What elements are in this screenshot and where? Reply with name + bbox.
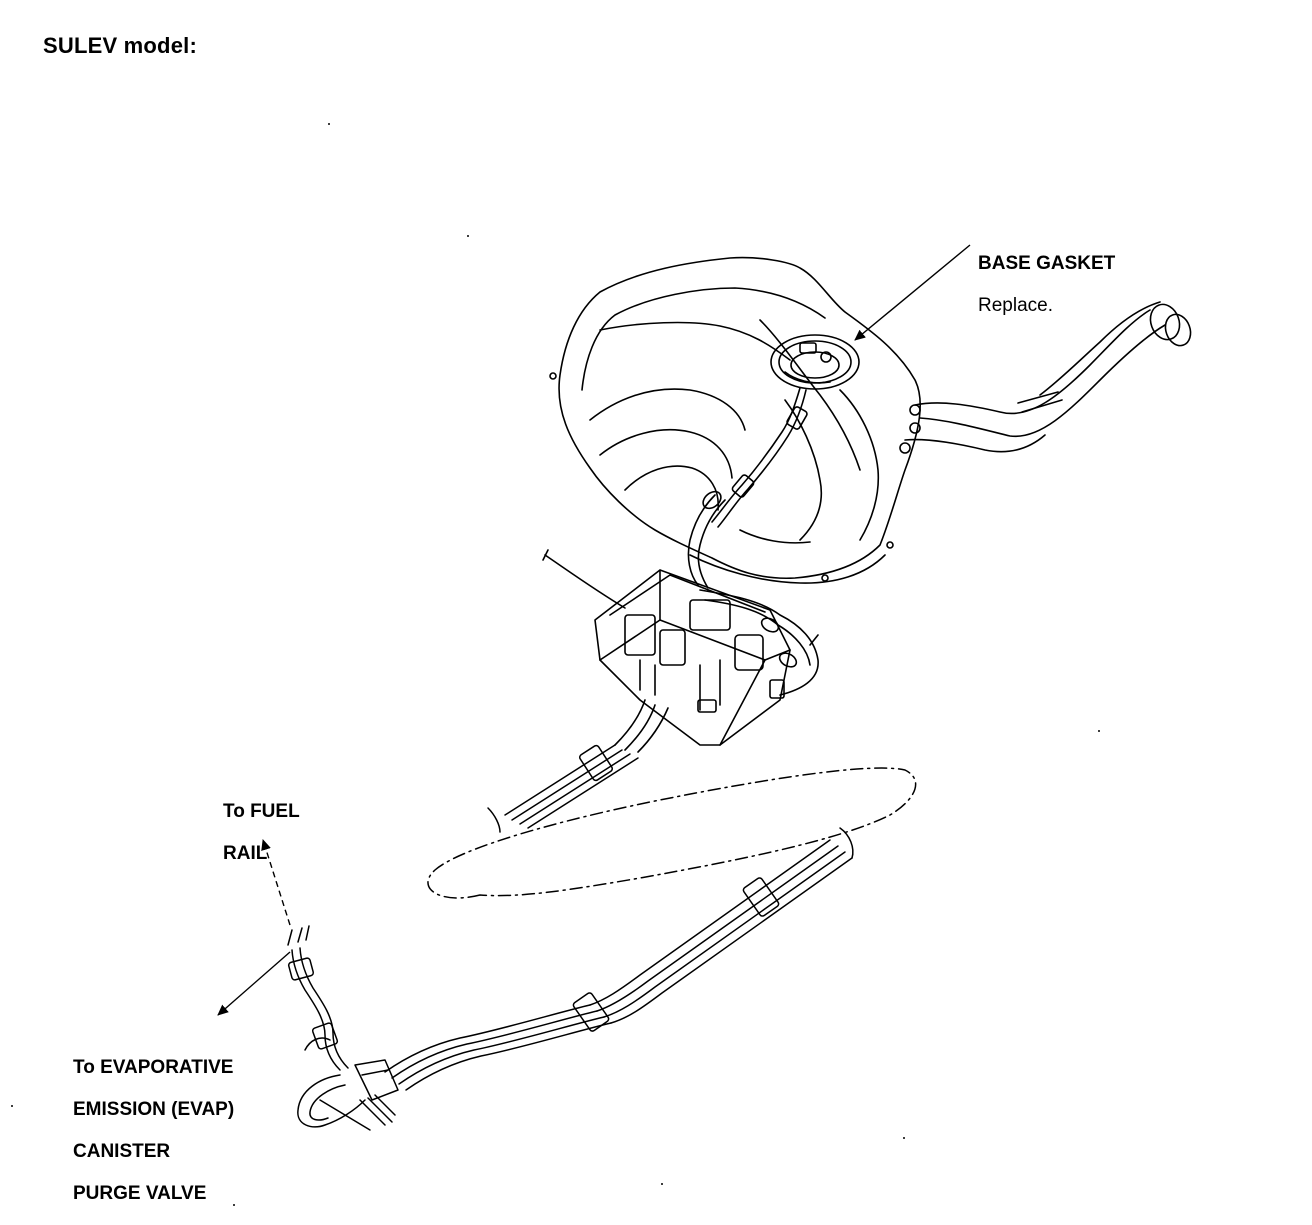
fuel-tank-icon (550, 258, 1195, 588)
evap-line2: EMISSION (EVAP) (73, 1099, 235, 1120)
diagram-title: SULEV model: (43, 33, 197, 58)
fuel-rail-arrow (261, 839, 290, 925)
base-gasket-callout: BASE GASKET Replace. (978, 232, 1115, 337)
fuel-rail-line1: To FUEL (223, 801, 300, 822)
evap-arrow (217, 952, 290, 1016)
base-gasket-arrow (854, 245, 970, 341)
evap-line4: PURGE VALVE (73, 1183, 207, 1204)
evap-callout: To EVAPORATIVE EMISSION (EVAP) CANISTER … (73, 1036, 234, 1225)
base-gasket-title: BASE GASKET (978, 253, 1116, 274)
fuel-rail-callout: To FUEL RAIL (223, 780, 300, 885)
fuel-rail-line2: RAIL (223, 843, 268, 864)
evap-line1: To EVAPORATIVE (73, 1057, 234, 1078)
evap-canister-icon (543, 550, 818, 752)
fuel-lines-icon (288, 744, 916, 1130)
evap-line3: CANISTER (73, 1141, 171, 1162)
callout-arrows (217, 245, 970, 1016)
scan-specks (11, 123, 1100, 1206)
base-gasket-note: Replace. (978, 295, 1053, 316)
